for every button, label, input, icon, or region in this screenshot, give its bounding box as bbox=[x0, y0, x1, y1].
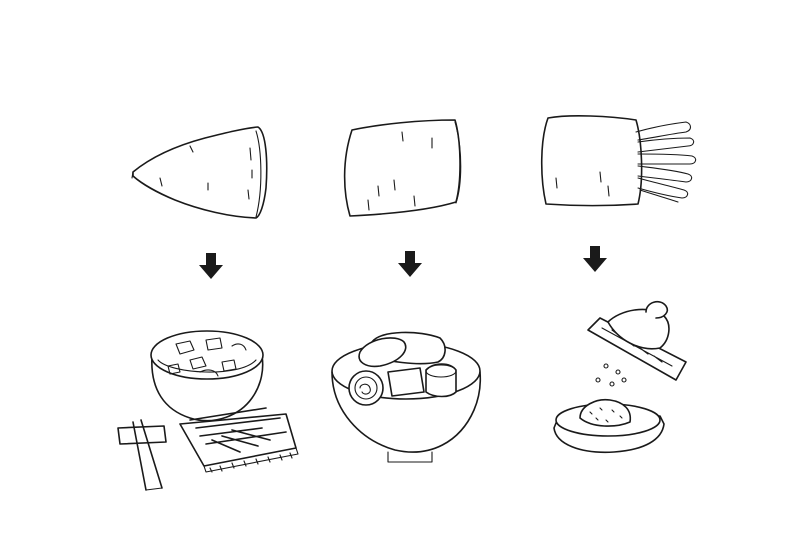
down-arrow-icon bbox=[398, 251, 422, 277]
miso-soup-and-simmered-dish-icon bbox=[117, 330, 299, 491]
grated-daikon-icon bbox=[553, 300, 687, 454]
daikon-bottom-section-icon bbox=[540, 115, 697, 207]
oden-bowl-icon bbox=[331, 331, 482, 463]
down-arrow-icon bbox=[583, 246, 607, 272]
down-arrow-icon bbox=[199, 253, 223, 279]
daikon-top-section-icon bbox=[131, 126, 268, 219]
daikon-middle-section-icon bbox=[343, 119, 462, 217]
